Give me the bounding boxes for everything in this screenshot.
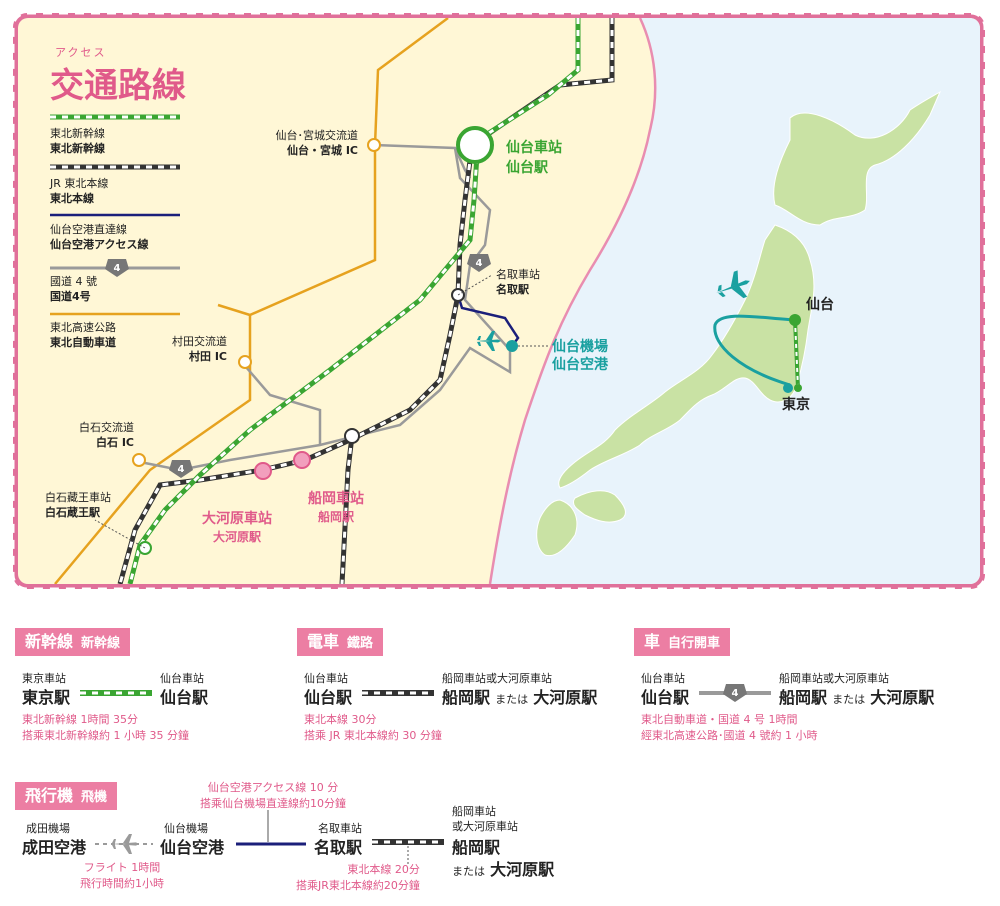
- section-header-plane: 飛行機飛機: [15, 782, 118, 810]
- map-shield-text-2: 4: [178, 464, 185, 475]
- legend-shield-text: 4: [114, 263, 121, 274]
- shinkansen-line-icon: [80, 690, 152, 696]
- car-from-small: 仙台車站: [641, 672, 685, 685]
- car-from: 仙台駅: [641, 688, 690, 707]
- flight-icon: [95, 834, 153, 854]
- legend-jr: JR 東北本線東北本線: [50, 177, 109, 205]
- plane-from-small: 成田機場: [26, 822, 70, 835]
- label-sendai-airport: 仙台機場仙台空港: [552, 339, 608, 373]
- legend-airport-line: 仙台空港直達線仙台空港アクセス線: [50, 223, 149, 251]
- car-to-small: 船岡車站或大河原車站: [779, 672, 889, 685]
- train-to-small: 船岡車站或大河原車站: [442, 672, 552, 685]
- map-frame-dash: [11, 11, 987, 591]
- shinkansen-to-small: 仙台車站: [160, 672, 204, 685]
- section-header-train: 電車鐵路: [297, 628, 384, 656]
- legend-route4: 國道 4 號国道4号: [50, 275, 97, 303]
- plane-access-notes: 仙台空港アクセス線 10 分搭乘仙台機場直達線約10分鐘: [200, 781, 346, 810]
- jr-line-icon: [362, 690, 434, 696]
- section-header-shinkansen: 新幹線新幹線: [15, 628, 131, 656]
- title-small: アクセス: [55, 46, 107, 59]
- legend-shinkansen: 東北新幹線東北新幹線: [50, 127, 105, 155]
- plane-natori-small: 名取車站: [318, 822, 362, 835]
- label-japan-tokyo: 東京: [782, 397, 810, 413]
- funaoka-station-marker: [293, 451, 311, 469]
- japan-flight-route: [713, 314, 796, 387]
- airport-access-line-icon: [236, 810, 306, 846]
- label-japan-sendai: 仙台: [806, 297, 834, 313]
- plane-line-notes: 東北本線 20分搭乘JR東北本線約20分鐘: [296, 863, 420, 892]
- train-notes: 東北本線 30分搭乘 JR 東北本線約 30 分鐘: [304, 713, 442, 742]
- label-natori-station: 名取車站名取駅: [496, 268, 540, 296]
- car-shield-text: 4: [732, 688, 739, 699]
- page-title: 交通路線: [50, 66, 186, 106]
- train-from-small: 仙台車站: [304, 672, 348, 685]
- label-funaoka-station: 船岡車站船岡駅: [308, 491, 364, 524]
- sendai-station-marker: [456, 126, 494, 164]
- plane-mid: 仙台空港: [160, 838, 225, 857]
- label-shiroishizao-station: 白石藏王車站白石蔵王駅: [45, 491, 111, 519]
- ogawara-station-marker: [254, 462, 272, 480]
- coastline: [488, 18, 657, 584]
- access-map: 4 4 4: [11, 11, 987, 591]
- shinkansen-from-small: 東京車站: [22, 672, 66, 685]
- label-sendai-ic: 仙台･宮城交流道仙台・宮城 IC: [275, 129, 359, 157]
- train-to: 船岡駅 または 大河原駅: [442, 688, 598, 707]
- shinkansen-notes: 東北新幹線 1時間 35分搭乘東北新幹線約 1 小時 35 分鐘: [22, 713, 189, 742]
- shinkansen-to: 仙台駅: [160, 688, 209, 707]
- shinkansen-from: 東京駅: [22, 688, 71, 707]
- car-notes: 東北自動車道・国道 4 号 1時間經東北高速公路･國道 4 號約 1 小時: [641, 713, 818, 742]
- japan-tokyo-dot: [783, 383, 793, 393]
- shinkansen-line: [127, 18, 581, 584]
- ogawara-junction-marker: [344, 428, 360, 444]
- plane-flight-notes: フライト 1時間飛行時間約1小時: [80, 861, 164, 890]
- airplane-icon: [716, 270, 750, 299]
- plane-natori: 名取駅: [314, 838, 363, 857]
- train-from: 仙台駅: [304, 688, 353, 707]
- map-shield-text-1: 4: [476, 258, 483, 269]
- car-to: 船岡駅 または 大河原駅: [779, 688, 935, 707]
- route4-line-icon: 4: [699, 684, 771, 702]
- plane-from: 成田空港: [22, 838, 87, 857]
- airport-plane-icon: [476, 331, 501, 351]
- sendai-airport-marker: [506, 340, 518, 352]
- legend-expressway: 東北高速公路東北自動車道: [50, 321, 116, 349]
- plane-final-small: 船岡車站或大河原車站: [452, 805, 518, 833]
- label-shiroishi-ic: 白石交流道白石 IC: [79, 421, 134, 449]
- shiroishi-ic-marker: [132, 453, 146, 467]
- plane-final-ogawara: または 大河原駅: [452, 860, 555, 879]
- legend-swatches: 4: [50, 114, 180, 316]
- label-ogawara-station: 大河原車站大河原駅: [202, 511, 272, 544]
- plane-mid-small: 仙台機場: [164, 822, 208, 835]
- japan-sendai-dot: [789, 314, 801, 326]
- airport-access-line: [456, 294, 520, 347]
- plane-final-funaoka: 船岡駅: [452, 838, 501, 857]
- route4-shield-icon: 4: [467, 254, 491, 272]
- label-murata-ic: 村田交流道村田 IC: [172, 335, 227, 363]
- murata-ic-marker: [238, 355, 252, 369]
- section-header-car: 車自行開車: [634, 628, 731, 656]
- japan-map: [536, 90, 942, 557]
- sendai-ic-marker: [367, 138, 381, 152]
- route4-shield-icon: 4: [169, 460, 193, 478]
- label-sendai-station: 仙台車站仙台駅: [506, 140, 562, 176]
- plane-jr-line-icon: [372, 839, 444, 864]
